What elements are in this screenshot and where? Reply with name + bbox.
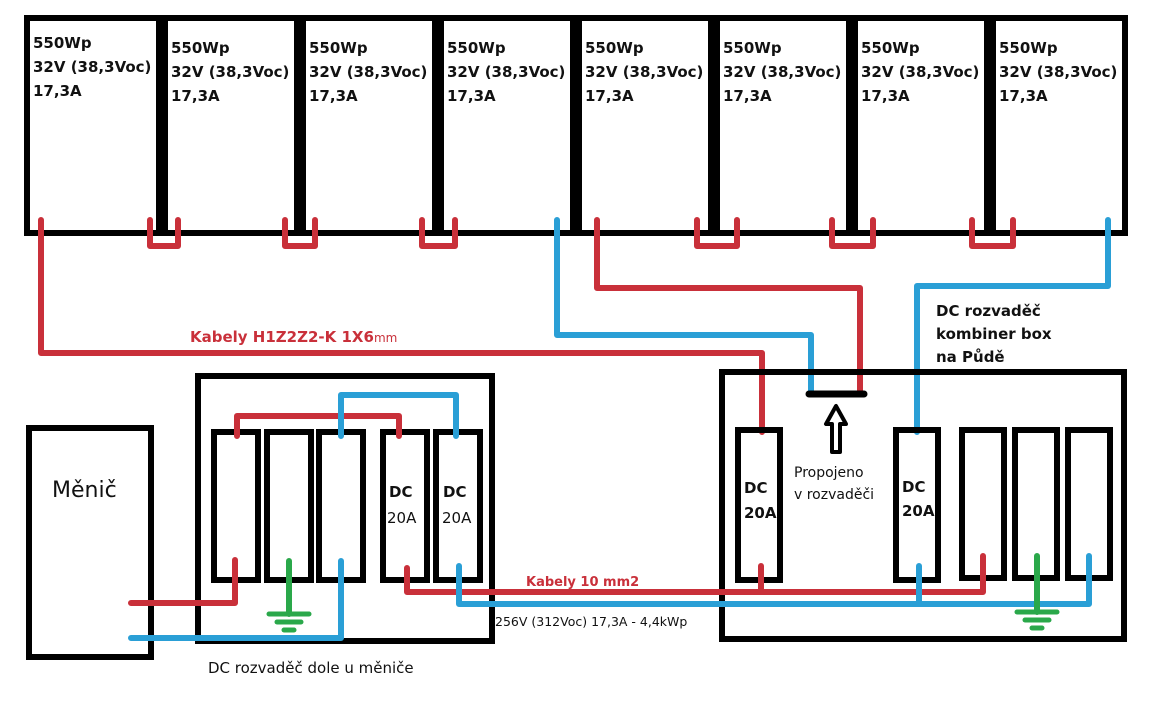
up-arrow-icon [824, 404, 848, 454]
bridged-label-1: Propojeno [794, 465, 864, 481]
combiner-box [719, 369, 1127, 642]
lower-slot-2 [264, 429, 314, 583]
panel-frame [24, 15, 162, 236]
panel-power: 550Wp [33, 34, 92, 52]
solar-panel: 550Wp 32V (38,3Voc) 17,3A [990, 15, 1128, 236]
panel-frame [714, 15, 852, 236]
cable-main-label: Kabely 10 mm2 [526, 575, 639, 590]
inverter-label: Měnič [52, 478, 117, 503]
panel-frame [990, 15, 1128, 236]
string2-negative-wire [914, 217, 1111, 435]
panel-voltage: 32V (38,3Voc) [723, 63, 841, 81]
ground-icon [1014, 609, 1060, 631]
solar-panel: 550Wp 32V (38,3Voc) 17,3A [24, 15, 162, 236]
jumper-1-2 [147, 217, 181, 249]
combiner-label-2: kombiner box [936, 325, 1052, 343]
inverter-positive-wire [128, 557, 238, 606]
jumper-2-3 [282, 217, 318, 249]
panel-power: 550Wp [447, 39, 506, 57]
jumper-3-4 [419, 217, 458, 249]
panel-frame [576, 15, 714, 236]
panel-power: 550Wp [999, 39, 1058, 57]
panel-voltage: 32V (38,3Voc) [309, 63, 427, 81]
panel-current: 17,3A [309, 87, 358, 105]
cable-pv-label: Kabely H1Z2Z2-K 1X6mm [190, 328, 397, 346]
panel-frame [852, 15, 990, 236]
solar-panel: 550Wp 32V (38,3Voc) 17,3A [300, 15, 438, 236]
panel-power: 550Wp [171, 39, 230, 57]
jumper-6-7 [829, 217, 876, 249]
panel-frame [162, 15, 300, 236]
inverter-negative-wire [128, 558, 344, 641]
panel-frame [438, 15, 576, 236]
lower-breaker-1-type: DC [389, 483, 412, 501]
lower-bus-positive [234, 413, 402, 439]
combiner-breaker-1-rating: 20A [744, 504, 777, 522]
panel-current: 17,3A [861, 87, 910, 105]
lower-breaker-2-rating: 20A [442, 509, 472, 527]
panel-power: 550Wp [861, 39, 920, 57]
panel-current: 17,3A [999, 87, 1048, 105]
panel-voltage: 32V (38,3Voc) [861, 63, 979, 81]
panel-current: 17,3A [171, 87, 220, 105]
lower-box-label: DC rozvaděč dole u měniče [208, 659, 414, 677]
string2-positive-wire [594, 217, 863, 395]
panel-voltage: 32V (38,3Voc) [171, 63, 289, 81]
solar-panel: 550Wp 32V (38,3Voc) 17,3A [162, 15, 300, 236]
combiner-breaker-2-type: DC [902, 478, 925, 496]
panel-voltage: 32V (38,3Voc) [999, 63, 1117, 81]
main-positive-cable [404, 553, 986, 595]
lower-dc-box [195, 373, 495, 644]
solar-panel: 550Wp 32V (38,3Voc) 17,3A [576, 15, 714, 236]
main-negative-cable [456, 553, 1092, 607]
panel-power: 550Wp [585, 39, 644, 57]
lower-slot-3 [316, 429, 366, 583]
panel-power: 550Wp [723, 39, 782, 57]
panel-current: 17,3A [33, 82, 82, 100]
ground-icon [266, 611, 312, 633]
panel-current: 17,3A [447, 87, 496, 105]
panel-power: 550Wp [309, 39, 368, 57]
panel-frame [300, 15, 438, 236]
lower-breaker-2-type: DC [443, 483, 466, 501]
combiner-label-3: na Půdě [936, 348, 1005, 366]
combiner-breaker-1-type: DC [744, 479, 767, 497]
solar-panels: 550Wp 32V (38,3Voc) 17,3A 550Wp 32V (38,3Voc… [24, 15, 1128, 236]
panel-voltage: 32V (38,3Voc) [447, 63, 565, 81]
string-spec-label: 256V (312Voc) 17,3A - 4,4kWp [495, 614, 687, 629]
jumper-5-6 [694, 217, 740, 249]
panel-voltage: 32V (38,3Voc) [585, 63, 703, 81]
lower-bus-negative [338, 392, 459, 439]
panel-current: 17,3A [723, 87, 772, 105]
combiner-breaker-2-rating: 20A [902, 502, 935, 520]
string1-negative-wire [554, 217, 814, 395]
solar-panel: 550Wp 32V (38,3Voc) 17,3A [438, 15, 576, 236]
panel-current: 17,3A [585, 87, 634, 105]
panel-jumpers [147, 217, 1016, 249]
bridged-label-2: v rozvaděči [794, 487, 874, 503]
lower-breaker-1-rating: 20A [387, 509, 417, 527]
lower-breaker-1 [380, 429, 430, 583]
jumper-7-8 [969, 217, 1016, 249]
inverter-box [26, 425, 154, 660]
panel-voltage: 32V (38,3Voc) [33, 58, 151, 76]
lower-breaker-2 [433, 429, 483, 583]
solar-panel: 550Wp 32V (38,3Voc) 17,3A [852, 15, 990, 236]
combiner-label-1: DC rozvaděč [936, 302, 1041, 320]
string1-positive-wire [38, 217, 765, 435]
solar-panel: 550Wp 32V (38,3Voc) 17,3A [714, 15, 852, 236]
